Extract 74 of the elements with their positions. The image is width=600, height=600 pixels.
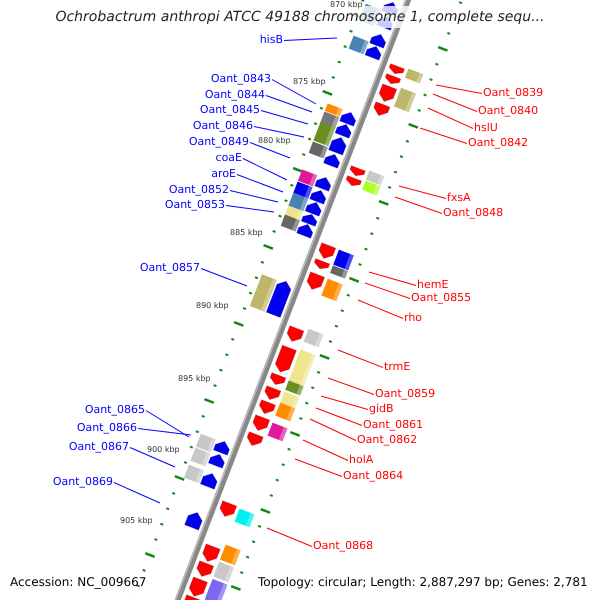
scale-label: 870 kbp <box>330 0 363 9</box>
leader-line <box>284 38 338 41</box>
scale-label: 895 kbp <box>178 374 211 383</box>
leader-line <box>302 440 348 461</box>
leader-line <box>316 408 362 426</box>
gene-label: Oant_0842 <box>468 136 528 149</box>
leader-line <box>394 196 442 214</box>
leader-line <box>250 142 290 158</box>
leader-line <box>364 282 410 299</box>
gene-label: Oant_0861 <box>363 418 424 431</box>
leader-line <box>310 418 356 441</box>
scale-label: 905 kbp <box>120 516 153 525</box>
gene-label: Oant_0859 <box>375 387 436 400</box>
gene-label: Oant_0866 <box>76 421 137 434</box>
gene-label: Oant_0849 <box>188 135 249 148</box>
leader-line <box>398 186 446 199</box>
info-text: Accession: NC_009667 <box>10 575 146 589</box>
leader-line <box>266 528 312 547</box>
gene-label: hemE <box>417 278 448 291</box>
scale-label: 900 kbp <box>147 445 180 454</box>
leader-line <box>420 128 468 144</box>
leader-line <box>320 396 368 410</box>
leader-line <box>236 174 284 192</box>
leader-line <box>428 108 474 129</box>
leader-line <box>146 410 190 438</box>
gene-label: hisB <box>260 33 283 46</box>
gene-label: rho <box>404 311 422 324</box>
leader-line <box>436 84 482 94</box>
gene-label: aroE <box>211 167 236 180</box>
leader-line <box>328 378 374 395</box>
leader-line <box>338 350 384 368</box>
leader-line <box>200 268 248 286</box>
leader-line <box>114 482 160 504</box>
leader-line <box>130 447 176 468</box>
gene-label: Oant_0853 <box>164 198 225 211</box>
gene-label: coaE <box>216 151 242 164</box>
info-text: Topology: circular; Length: 2,887,297 bp; Genes: 2,781 <box>258 575 588 589</box>
leader-line <box>368 272 416 286</box>
gene-label: Oant_0843 <box>210 72 271 85</box>
leader-line <box>254 126 304 138</box>
scale-label: 875 kbp <box>293 77 326 86</box>
gene-label: Oant_0857 <box>140 261 200 274</box>
gene-label: Oant_0848 <box>443 206 504 219</box>
gene-label: Oant_0852 <box>168 183 229 196</box>
leader-line <box>226 205 274 212</box>
leader-line <box>272 79 316 104</box>
leader-line <box>294 458 342 477</box>
scale-label: 880 kbp <box>258 136 291 145</box>
gene-label: Oant_0845 <box>200 103 260 116</box>
gene-label: trmE <box>384 360 410 373</box>
leader-line <box>230 190 278 202</box>
scale-label: 890 kbp <box>196 301 229 310</box>
gene-label: Oant_0868 <box>313 539 374 552</box>
leader-line <box>432 94 478 112</box>
gene-label: holA <box>349 453 374 466</box>
gene-label: Oant_0865 <box>84 403 145 416</box>
gene-label: Oant_0864 <box>343 469 404 482</box>
gene-label: gidB <box>369 402 394 415</box>
gene-label: Oant_0844 <box>204 88 265 101</box>
leader-line <box>242 158 288 180</box>
leader-line <box>358 300 404 319</box>
gene-label: Oant_0867 <box>68 440 129 453</box>
gene-label: Oant_0869 <box>52 475 113 488</box>
gene-label: Oant_0862 <box>357 433 418 446</box>
gene-label: Oant_0840 <box>478 104 538 117</box>
scale-label: 885 kbp <box>230 228 263 237</box>
leader-line <box>266 95 312 112</box>
leader-line <box>260 110 308 124</box>
gene-label: Oant_0846 <box>192 119 253 132</box>
gene-label: Oant_0855 <box>411 291 472 304</box>
gene-label: hslU <box>474 121 498 134</box>
leader-line <box>138 428 192 436</box>
gene-label: Oant_0839 <box>483 86 544 99</box>
gene-label: fxsA <box>447 191 471 204</box>
